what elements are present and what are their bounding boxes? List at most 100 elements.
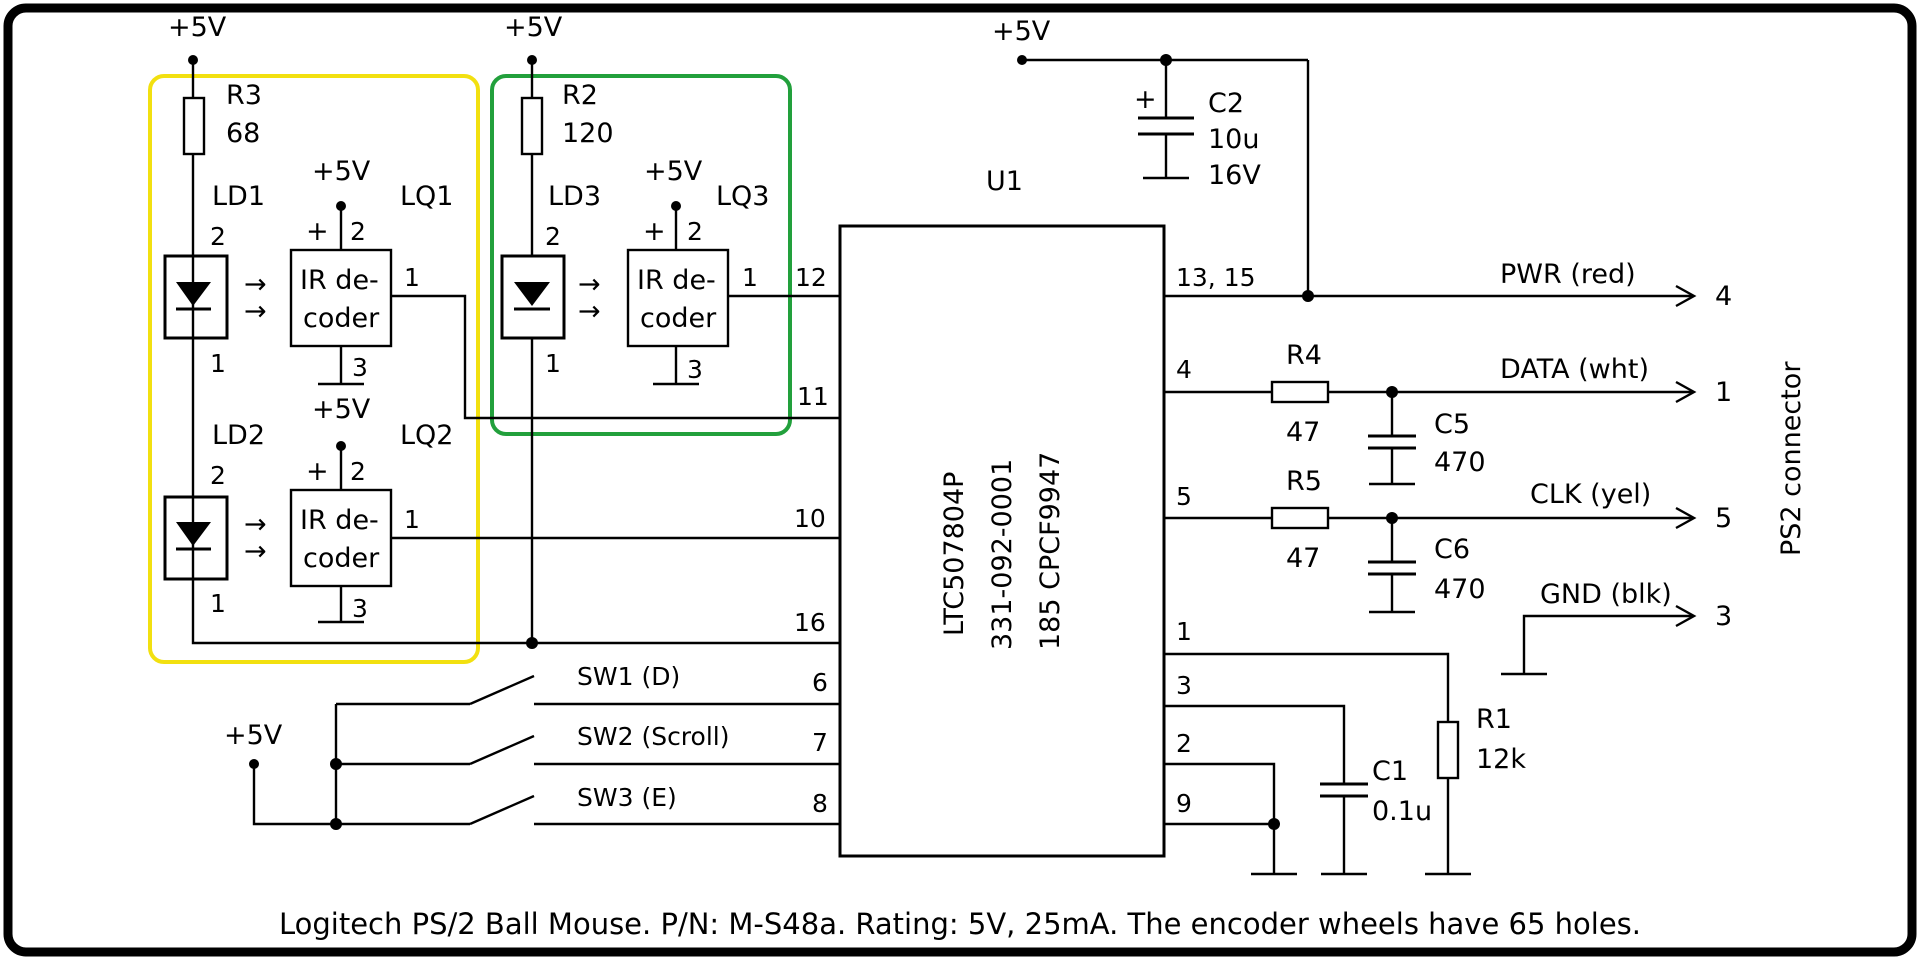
lq3-pin-out: 1 bbox=[742, 263, 758, 292]
group-highlight-green bbox=[490, 74, 792, 436]
ld2-pin-top: 2 bbox=[210, 461, 226, 490]
lq3-line2: coder bbox=[640, 303, 717, 334]
ld1-pin-top: 2 bbox=[210, 222, 226, 251]
ld3-ref: LD3 bbox=[548, 181, 601, 212]
resistor-r2 bbox=[520, 96, 544, 156]
c6-value: 470 bbox=[1434, 574, 1486, 605]
ic-part-line-1: LTC507804P bbox=[939, 472, 970, 636]
lq3-pin-gnd: 3 bbox=[687, 355, 703, 384]
ir-decoder-lq3 bbox=[626, 248, 730, 348]
lq3-pin-vcc: 2 bbox=[687, 217, 703, 246]
c2-value: 10u bbox=[1208, 124, 1259, 155]
lq2-plus: + bbox=[306, 456, 329, 487]
switch-sw3 bbox=[469, 794, 535, 826]
ic-pin-label: 1 bbox=[1176, 617, 1192, 646]
r1-value: 12k bbox=[1476, 744, 1526, 775]
ic-u1 bbox=[838, 224, 1166, 858]
lq2-line1: IR de- bbox=[300, 505, 379, 536]
r3-ref: R3 bbox=[226, 80, 262, 111]
group-highlight-yellow bbox=[148, 74, 480, 664]
switch-supply-label: +5V bbox=[224, 720, 283, 751]
c6-ref: C6 bbox=[1434, 534, 1470, 565]
pin-clk: 5 bbox=[1715, 503, 1732, 534]
arrow-head bbox=[1675, 604, 1697, 628]
ld1-ref: LD1 bbox=[212, 181, 265, 212]
r3-value: 68 bbox=[226, 118, 260, 149]
c5-ref: C5 bbox=[1434, 409, 1470, 440]
lq2-pin-out: 1 bbox=[404, 505, 420, 534]
ic-pin-label: 4 bbox=[1176, 355, 1192, 384]
ic-pin-label: 13, 15 bbox=[1176, 263, 1256, 292]
ic-pin-label: 16 bbox=[794, 608, 826, 637]
sw2-label: SW2 (Scroll) bbox=[577, 722, 729, 751]
c5-value: 470 bbox=[1434, 447, 1486, 478]
c2-voltage: 16V bbox=[1208, 160, 1261, 191]
wire bbox=[1164, 704, 1346, 784]
ic-pin-label: 7 bbox=[812, 728, 828, 757]
connector-title: PS2 connector bbox=[1776, 361, 1807, 556]
lq1-vcc-supply: +5V bbox=[312, 156, 371, 187]
light-arrow: → bbox=[578, 269, 601, 300]
diode-symbol bbox=[176, 282, 211, 306]
ic-part-line-2: 331-092-0001 bbox=[987, 459, 1018, 650]
lq1-ref: LQ1 bbox=[400, 181, 453, 212]
switch-sw1 bbox=[469, 674, 535, 706]
diode-symbol bbox=[514, 282, 550, 306]
ir-decoder-lq2 bbox=[289, 488, 393, 588]
arrow-head bbox=[1675, 284, 1697, 308]
lq1-pin-out: 1 bbox=[404, 263, 420, 292]
ic-part-line-3: 185 CPCF9947 bbox=[1035, 452, 1066, 650]
junction-dot bbox=[526, 637, 538, 649]
lq1-pin-vcc: 2 bbox=[350, 217, 366, 246]
signal-pwr: PWR (red) bbox=[1500, 259, 1636, 290]
wire bbox=[191, 579, 840, 645]
signal-gnd: GND (blk) bbox=[1540, 579, 1672, 610]
r4-ref: R4 bbox=[1286, 340, 1322, 371]
lq2-vcc-supply: +5V bbox=[312, 394, 371, 425]
ic-pin-label: 10 bbox=[794, 504, 826, 533]
r1-ref: R1 bbox=[1476, 704, 1512, 735]
light-arrow: → bbox=[244, 536, 267, 567]
supply-label: +5V bbox=[992, 16, 1051, 47]
switch-sw2 bbox=[469, 734, 535, 766]
lq1-pin-gnd: 3 bbox=[352, 353, 368, 382]
resistor-r3 bbox=[182, 96, 206, 156]
lq1-plus: + bbox=[306, 216, 329, 247]
wire bbox=[1522, 614, 1692, 674]
ic-pin-label: 8 bbox=[812, 789, 828, 818]
supply-label: +5V bbox=[168, 12, 227, 43]
sw1-label: SW1 (D) bbox=[577, 662, 680, 691]
lq2-pin-gnd: 3 bbox=[352, 594, 368, 623]
wire bbox=[1164, 652, 1450, 722]
lq1-line2: coder bbox=[303, 303, 380, 334]
ic-pin-label: 9 bbox=[1176, 789, 1192, 818]
pin-gnd: 3 bbox=[1715, 601, 1732, 632]
ld2-pin-bottom: 1 bbox=[210, 589, 226, 618]
lq3-ref: LQ3 bbox=[716, 181, 769, 212]
ic-pin-label: 11 bbox=[797, 382, 829, 411]
c2-ref: C2 bbox=[1208, 88, 1244, 119]
arrow-head bbox=[1675, 380, 1697, 404]
arrow-head bbox=[1675, 506, 1697, 530]
outer-frame bbox=[3, 3, 1917, 957]
supply-label: +5V bbox=[504, 12, 563, 43]
ic-pin-label: 5 bbox=[1176, 482, 1192, 511]
lq3-line1: IR de- bbox=[637, 265, 716, 296]
r5-value: 47 bbox=[1286, 543, 1320, 574]
c2-polarity: + bbox=[1134, 84, 1157, 115]
wire bbox=[1164, 762, 1276, 874]
junction-dot bbox=[1268, 818, 1280, 830]
ld1-pin-bottom: 1 bbox=[210, 349, 226, 378]
lq1-line1: IR de- bbox=[300, 265, 379, 296]
resistor-r1 bbox=[1436, 720, 1460, 780]
c1-ref: C1 bbox=[1372, 756, 1408, 787]
resistor-r4 bbox=[1270, 380, 1330, 404]
ic-pin-label: 6 bbox=[812, 668, 828, 697]
r5-ref: R5 bbox=[1286, 466, 1322, 497]
light-arrow: → bbox=[578, 296, 601, 327]
resistor-r5 bbox=[1270, 506, 1330, 530]
signal-data: DATA (wht) bbox=[1500, 354, 1649, 385]
lq2-line2: coder bbox=[303, 543, 380, 574]
ld2-ref: LD2 bbox=[212, 420, 265, 451]
